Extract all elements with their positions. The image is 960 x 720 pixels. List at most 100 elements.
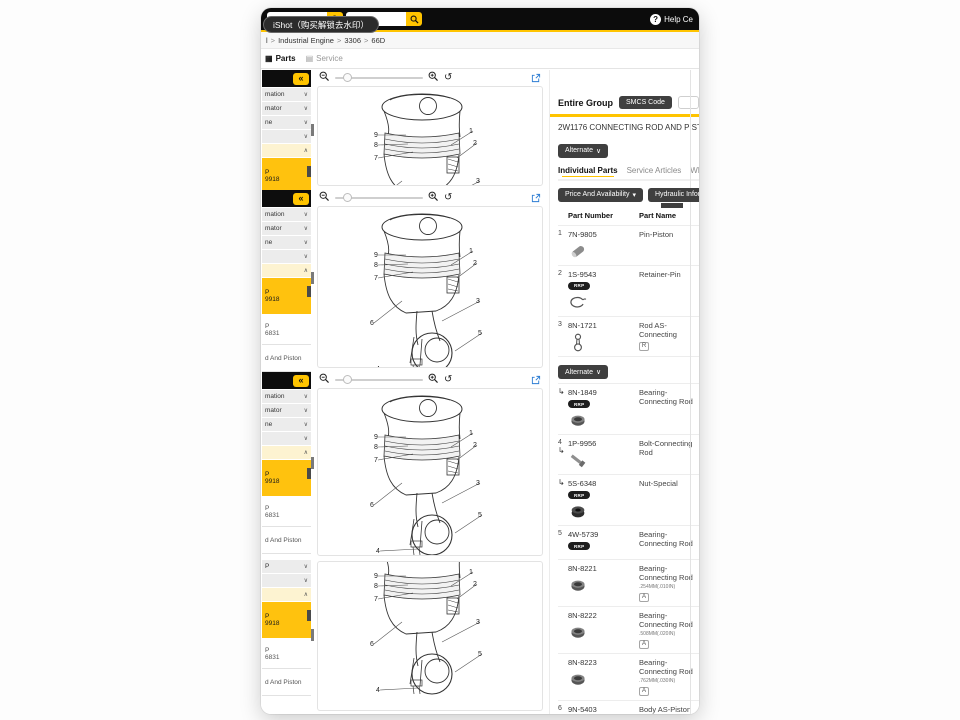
collapse-sidebar-button[interactable]: « — [293, 374, 309, 387]
tab-service[interactable]: ▤Service — [306, 54, 343, 63]
sidebar-item-selected[interactable]: P 9918 — [262, 278, 311, 314]
help-center-link[interactable]: ? Help Ce — [650, 13, 693, 25]
sidebar-item[interactable]: ne ∨ — [262, 116, 311, 129]
zoom-in-icon[interactable] — [428, 190, 439, 207]
reset-view-icon[interactable]: ↺ — [444, 373, 453, 385]
part-number-link[interactable]: 4W-5739 — [568, 530, 599, 539]
bearing-icon[interactable] — [568, 623, 588, 642]
scrollbar-thumb[interactable] — [307, 468, 311, 479]
tab-parts[interactable]: ▦Parts — [265, 54, 296, 63]
hydraulic-information-button[interactable]: Hydraulic Informat — [647, 187, 699, 202]
sidebar-item-selected[interactable]: P 9918 — [262, 158, 311, 190]
sidebar-item[interactable]: ∨ — [262, 432, 311, 445]
zoom-slider-handle[interactable] — [343, 72, 352, 82]
part-number-link[interactable]: 8N-1849 — [568, 388, 597, 397]
bearing-icon[interactable] — [568, 576, 588, 595]
price-availability-dropdown[interactable]: Price And Availability▾ — [558, 187, 643, 202]
parts-tab-service-articles[interactable]: Service Articles — [626, 165, 682, 175]
breadcrumb-item[interactable]: 3306 — [344, 35, 362, 45]
collapse-sidebar-button[interactable]: « — [293, 192, 309, 205]
zoom-slider-handle[interactable] — [343, 192, 352, 202]
panel-resize-handle[interactable] — [311, 628, 314, 641]
bolt-icon[interactable] — [568, 451, 588, 470]
zoom-out-icon[interactable] — [319, 70, 330, 87]
sidebar-item[interactable]: ∨ — [262, 250, 311, 263]
sidebar-item[interactable]: mation ∨ — [262, 390, 311, 403]
part-number-link[interactable]: 9N-5403 — [568, 705, 597, 714]
scrollbar-track[interactable] — [690, 70, 691, 714]
sidebar-item[interactable]: P 6831 — [262, 497, 311, 527]
panel-resize-handle[interactable] — [311, 456, 314, 469]
sidebar-item[interactable]: d And Piston — [262, 528, 311, 554]
scrollbar-thumb[interactable] — [307, 286, 311, 297]
sidebar-item[interactable]: mator ∨ — [262, 222, 311, 235]
panel-resize-handle[interactable] — [311, 124, 314, 136]
panel-resize-handle[interactable] — [311, 271, 314, 284]
breadcrumb-item[interactable]: Industrial Engine — [278, 35, 334, 45]
zoom-slider-handle[interactable] — [343, 374, 352, 384]
open-external-icon[interactable] — [531, 375, 541, 385]
sidebar-item[interactable]: ne ∨ — [262, 236, 311, 249]
sidebar-item-selected[interactable]: P 9918 — [262, 460, 311, 496]
sidebar-item[interactable]: P ∨ — [262, 560, 311, 573]
sidebar-item[interactable]: mation ∨ — [262, 88, 311, 101]
scrollbar-thumb[interactable] — [307, 610, 311, 621]
part-number-link[interactable]: 1P-9956 — [568, 439, 597, 448]
sidebar-item[interactable]: mation ∨ — [262, 208, 311, 221]
zoom-in-icon[interactable] — [428, 372, 439, 389]
diagram-canvas[interactable]: 9 8 7 1 2 6 3 5 4 — [317, 388, 543, 556]
part-number-link[interactable]: 8N-8221 — [568, 564, 597, 573]
zoom-slider[interactable] — [335, 192, 423, 202]
sidebar-item[interactable]: P 6831 — [262, 639, 311, 669]
zoom-out-icon[interactable] — [319, 190, 330, 207]
breadcrumb-item[interactable]: l — [266, 35, 268, 45]
bearing-icon[interactable] — [568, 670, 588, 689]
sidebar-item[interactable]: d And Piston — [262, 670, 311, 696]
collapse-sidebar-button[interactable]: « — [293, 72, 309, 85]
sidebar-item[interactable]: P 6831 — [262, 315, 311, 345]
alternate-dropdown[interactable]: Alternate ∨ — [558, 143, 609, 158]
part-number-link[interactable]: 8N-8222 — [568, 611, 597, 620]
sidebar-item-expanded[interactable]: ∧ — [262, 446, 311, 459]
smcs-code-button[interactable]: SMCS Code — [619, 96, 672, 109]
parts-tab-individual-parts[interactable]: Individual Parts — [558, 165, 618, 175]
part-number-link[interactable]: 7N-9805 — [568, 229, 597, 239]
sidebar-item-selected[interactable]: P 9918 — [262, 602, 311, 638]
open-external-icon[interactable] — [531, 73, 541, 83]
keyword-search-button[interactable] — [406, 12, 422, 26]
sidebar-item[interactable]: ∨ — [262, 574, 311, 587]
sidebar-item[interactable]: mator ∨ — [262, 102, 311, 115]
bearing-icon[interactable] — [568, 411, 588, 430]
reset-view-icon[interactable]: ↺ — [444, 71, 453, 83]
sidebar-item-expanded[interactable]: ∧ — [262, 588, 311, 601]
reset-view-icon[interactable]: ↺ — [444, 191, 453, 203]
part-number-link[interactable]: 1S-9543 — [568, 269, 597, 279]
nut-icon[interactable] — [568, 502, 588, 521]
sidebar-item[interactable]: mator ∨ — [262, 404, 311, 417]
alternate-dropdown[interactable]: Alternate ∨ — [558, 365, 609, 379]
pin-icon[interactable] — [568, 242, 588, 261]
part-number-link[interactable]: 8N-1721 — [568, 320, 597, 330]
zoom-slider[interactable] — [335, 374, 423, 384]
diagram-canvas[interactable]: 9 8 7 1 2 6 3 5 4 — [317, 86, 543, 186]
breadcrumb-item[interactable]: 66D — [371, 35, 386, 45]
zoom-out-icon[interactable] — [319, 372, 330, 389]
sidebar-item[interactable]: ∨ — [262, 130, 311, 143]
zoom-in-icon[interactable] — [428, 70, 439, 87]
sidebar-item[interactable]: ne ∨ — [262, 418, 311, 431]
zoom-slider[interactable] — [335, 72, 423, 82]
part-number-link[interactable]: 5S-6348 — [568, 479, 597, 488]
scrollbar-thumb[interactable] — [307, 166, 311, 177]
parts-tab-where-use[interactable]: Where Use — [690, 165, 699, 175]
diagram-canvas[interactable]: 9 8 7 1 2 6 3 5 4 — [317, 206, 543, 368]
entire-group-tab[interactable]: Entire Group — [558, 97, 614, 108]
diagram-canvas[interactable]: 9 8 7 1 2 6 3 5 4 — [317, 561, 543, 711]
sidebar-item-expanded[interactable]: ∧ — [262, 144, 311, 157]
part-number-link[interactable]: 8N-8223 — [568, 658, 597, 667]
open-external-icon[interactable] — [531, 193, 541, 203]
smcs-code-field[interactable] — [677, 96, 699, 109]
retainer-ring-icon[interactable] — [568, 293, 588, 312]
sidebar-item[interactable]: d And Piston — [262, 346, 311, 372]
connecting-rod-icon[interactable] — [568, 333, 588, 352]
sidebar-item-expanded[interactable]: ∧ — [262, 264, 311, 277]
